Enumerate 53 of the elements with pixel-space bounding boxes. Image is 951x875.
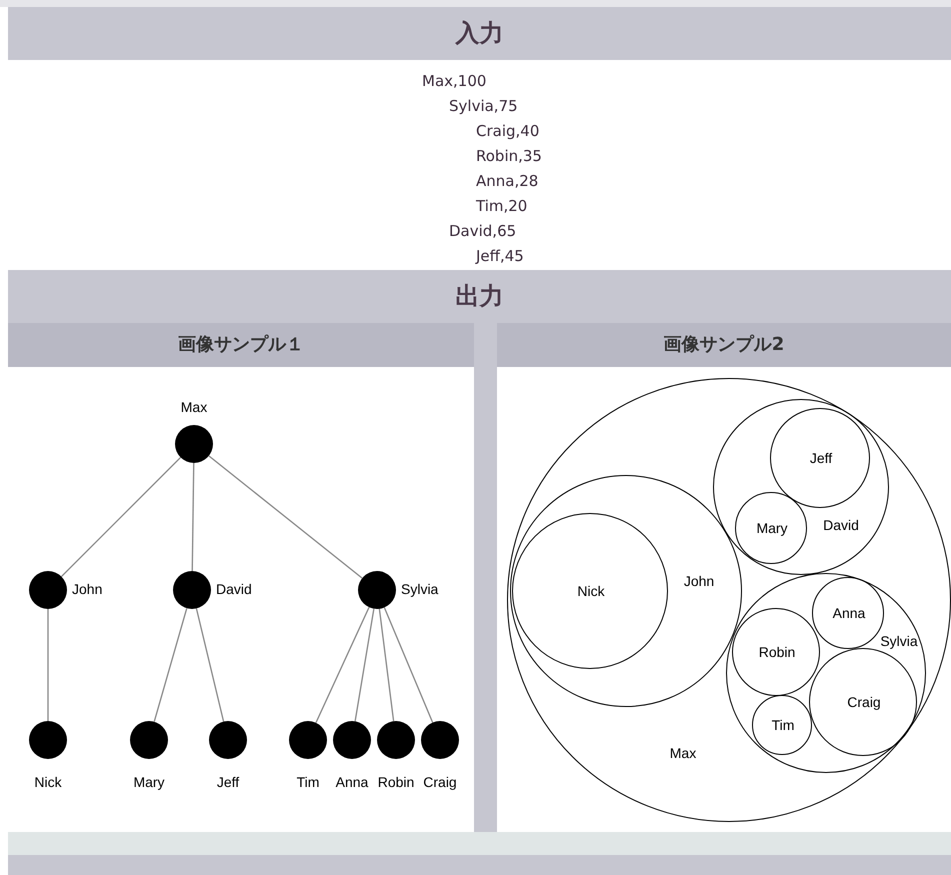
text-line: Anna,28: [476, 172, 538, 190]
text-line: Max,100: [422, 72, 486, 90]
section-header: 出力: [8, 270, 951, 323]
node-label: John: [72, 581, 102, 597]
connector-line: [192, 463, 194, 571]
node-label: Jeff: [216, 774, 240, 790]
section-header: 入力: [8, 7, 951, 60]
node-label: Robin: [376, 774, 416, 790]
pack-circle: [512, 513, 668, 669]
node-label: Nick: [33, 774, 63, 790]
connector-line: [315, 606, 370, 724]
node-label: Max: [668, 745, 698, 761]
pack-circle: [809, 648, 917, 756]
node-label: Anna: [832, 605, 866, 621]
text-line: David,65: [449, 222, 516, 240]
node-label: Anna: [334, 774, 370, 790]
pack-circle: [726, 573, 926, 773]
node-label: Tim: [770, 717, 796, 733]
pack-circle: [770, 408, 870, 508]
connector-line: [47, 609, 49, 721]
pack-circle: [510, 475, 742, 707]
node-label: Craig: [422, 774, 458, 790]
connector-line: [354, 608, 375, 722]
text-line: Craig,40: [476, 122, 540, 140]
node-label: David: [822, 517, 860, 533]
connector-line: [154, 608, 188, 722]
node-label: Tim: [296, 774, 320, 790]
text-line: Tim,20: [476, 197, 528, 215]
text-line: Jeff,45: [476, 247, 524, 265]
node-label: Craig: [846, 694, 882, 710]
node-label: David: [216, 581, 252, 597]
node-label: Mary: [132, 774, 166, 790]
node-label: Nick: [576, 583, 606, 599]
panel-header: 画像サンプル１: [8, 323, 474, 367]
connector-line: [196, 608, 224, 722]
connector-line: [378, 608, 394, 722]
node-label: Mary: [755, 520, 789, 536]
node-label: Max: [180, 399, 208, 415]
pack-circle: [713, 399, 889, 575]
connector-line: [208, 455, 363, 579]
text-line: Robin,35: [476, 147, 542, 165]
node-label: Sylvia: [401, 581, 438, 597]
pack-circle: [735, 492, 807, 564]
pack-circle: [732, 608, 820, 696]
node-label: Sylvia: [879, 633, 919, 649]
pack-circle: [752, 695, 812, 755]
connector-line: [384, 607, 434, 723]
text-line: Sylvia,75: [449, 97, 518, 115]
connector-line: [60, 456, 182, 578]
panel-header: 画像サンプル2: [497, 323, 951, 367]
node-label: Robin: [758, 644, 796, 660]
node-label: John: [682, 573, 716, 589]
node-label: Jeff: [808, 450, 834, 466]
